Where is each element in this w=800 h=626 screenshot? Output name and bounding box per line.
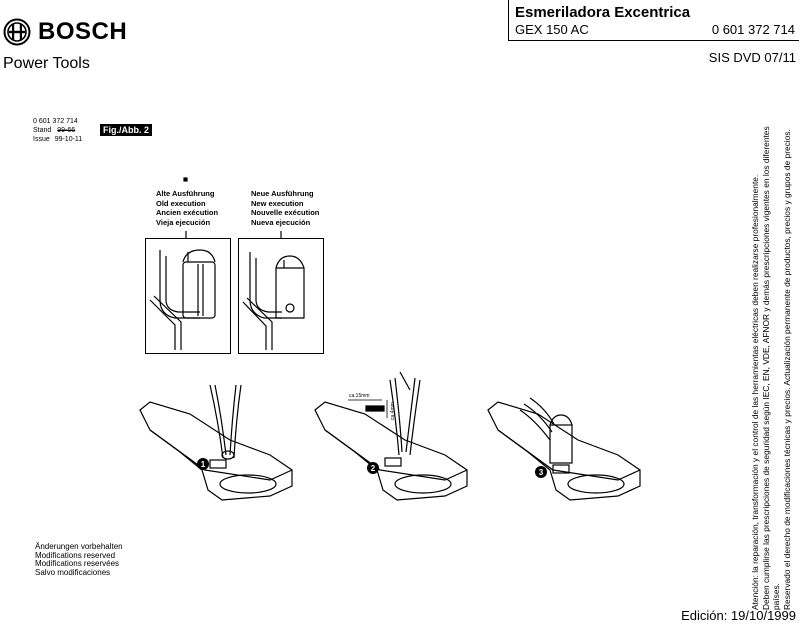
notice-line-3: Reservado el derecho de modificaciones t… xyxy=(781,129,792,610)
step1-number: 1 xyxy=(201,460,206,469)
step3-drawing xyxy=(487,397,641,501)
issue-line: Issue 99-10-11 xyxy=(33,135,82,144)
part-number: 0 601 372 714 xyxy=(711,22,795,37)
brand-subtitle: Power Tools xyxy=(3,55,90,72)
edition-date: Edición: 19/10/1999 xyxy=(681,608,796,623)
doc-number: 0 601 372 714 xyxy=(33,118,78,125)
new-execution-en: New execution xyxy=(251,198,304,208)
step2-drawing xyxy=(314,371,468,501)
old-execution-es: Vieja ejecución xyxy=(156,217,211,227)
title-block: Esmeriladora Excentrica GEX 150 AC 0 601… xyxy=(508,0,799,41)
dimension-label-length: ca.15mm xyxy=(349,393,370,399)
document-identifier: 0 601 372 714 Stand 99-66 Issue 99-10-11 xyxy=(33,117,82,144)
sis-reference: SIS DVD 07/11 xyxy=(708,50,796,65)
notice-line-2: Deben cumplirse las prescripciones de se… xyxy=(760,126,782,610)
old-execution-de: Alte Ausführung xyxy=(156,189,215,198)
new-execution-caption: Neue Ausführung New execution Nouvelle e… xyxy=(251,189,319,227)
stand-line: Stand 99-66 xyxy=(33,126,82,135)
issue-label: Issue xyxy=(33,136,50,143)
modifications-en: Modifications reserved xyxy=(35,550,116,560)
product-title: Esmeriladora Excentrica xyxy=(515,4,691,21)
step1-marker-icon xyxy=(197,458,209,470)
notice-line-1: Atención: la reparación, transformación … xyxy=(750,174,760,610)
modifications-es: Salvo modificaciones xyxy=(35,567,111,577)
dimension-label-width: ca.4mm xyxy=(390,402,396,420)
modifications-de: Änderungen vorbehalten xyxy=(35,542,123,551)
new-brush-holder-drawing xyxy=(242,252,305,350)
old-brush-holder-drawing xyxy=(149,249,216,350)
stand-value: 99-66 xyxy=(57,127,76,134)
bosch-logo-icon xyxy=(3,18,31,46)
figure-label: Fig./Abb. 2 xyxy=(100,124,152,136)
brand-name: BOSCH xyxy=(38,18,128,45)
step-markers: 1 2 3 xyxy=(197,458,547,478)
step1-drawing xyxy=(139,384,293,501)
new-execution-box xyxy=(238,238,324,354)
new-execution-de: Neue Ausführung xyxy=(251,189,314,198)
old-execution-en: Old execution xyxy=(156,198,206,208)
stand-label: Stand xyxy=(33,127,52,134)
old-execution-fr: Ancien exécution xyxy=(156,208,219,217)
modifications-notice: Änderungen vorbehalten Modifications res… xyxy=(35,542,123,577)
step2-number: 2 xyxy=(371,464,376,473)
modifications-fr: Modifications reservées xyxy=(35,559,120,568)
product-model: GEX 150 AC xyxy=(515,22,589,37)
step2-marker-icon xyxy=(367,462,379,474)
step3-marker-icon xyxy=(535,466,547,478)
new-execution-es: Nueva ejecución xyxy=(251,217,311,227)
issue-value: 99-10-11 xyxy=(54,136,83,143)
old-execution-box xyxy=(145,238,231,354)
vertical-legal-notice: Atención: la reparación, transformación … xyxy=(745,120,797,610)
old-execution-caption: Alte Ausführung Old execution Ancien exé… xyxy=(156,189,218,227)
new-execution-fr: Nouvelle exécution xyxy=(251,208,320,217)
step3-number: 3 xyxy=(539,468,544,477)
